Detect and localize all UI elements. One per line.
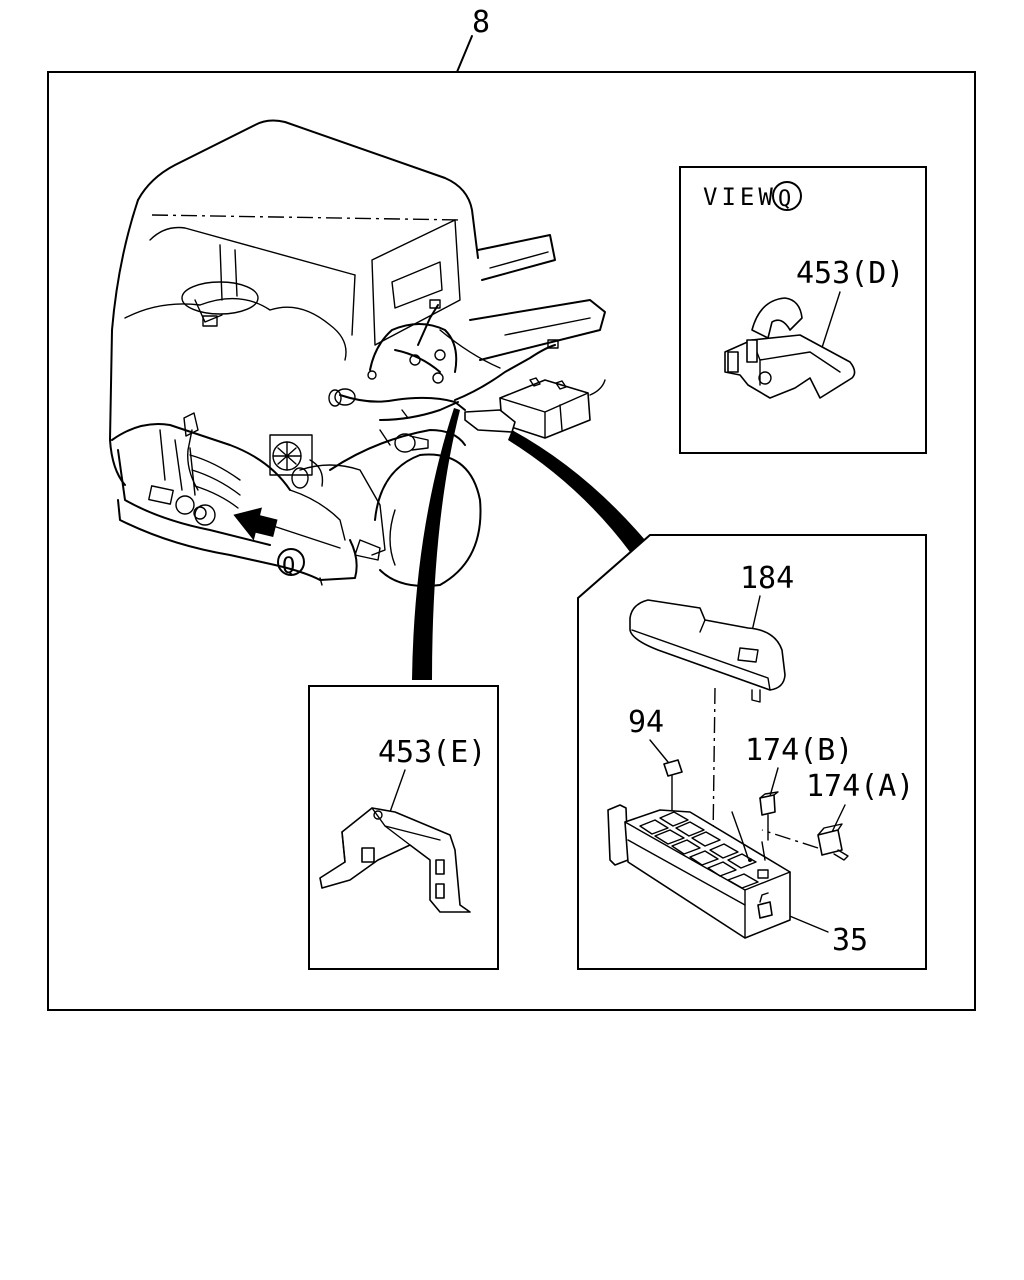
- fuse-94-part: [663, 759, 683, 811]
- view-q-marker: Q: [778, 187, 791, 212]
- outer-frame: [47, 71, 976, 1011]
- cover-alignment-line: [712, 687, 716, 841]
- bracket-453e-part: [319, 807, 471, 913]
- leader-453e: [389, 769, 406, 813]
- callout-174a: 174(A): [806, 769, 914, 804]
- relay-174b-part: [759, 791, 779, 841]
- view-label: VIEW: [703, 183, 777, 211]
- relay-box-base-part: [607, 804, 791, 939]
- callout-453d: 453(D): [796, 256, 904, 291]
- assembly-leader: [456, 35, 473, 73]
- relay-174a-part: [761, 823, 849, 861]
- callout-94: 94: [628, 705, 664, 740]
- callout-wedge-relay: [508, 430, 645, 552]
- view-q-circle: [772, 181, 802, 211]
- leader-174a: [831, 804, 846, 833]
- leader-94: [649, 739, 669, 763]
- callout-453e: 453(E): [378, 735, 486, 770]
- callout-184: 184: [740, 561, 794, 596]
- view-q-panel: [679, 166, 927, 454]
- truck-cab-illustration: Q: [109, 119, 606, 587]
- view-marker-q: Q: [282, 554, 295, 579]
- bracket-453d-part: [724, 297, 856, 399]
- leader-174b: [769, 767, 779, 797]
- callout-35: 35: [832, 923, 868, 958]
- assembly-number: 8: [472, 5, 490, 40]
- callout-174b: 174(B): [745, 733, 853, 768]
- relay-box-cover-part: [629, 599, 786, 703]
- callout-wedge-bracket: [412, 408, 460, 680]
